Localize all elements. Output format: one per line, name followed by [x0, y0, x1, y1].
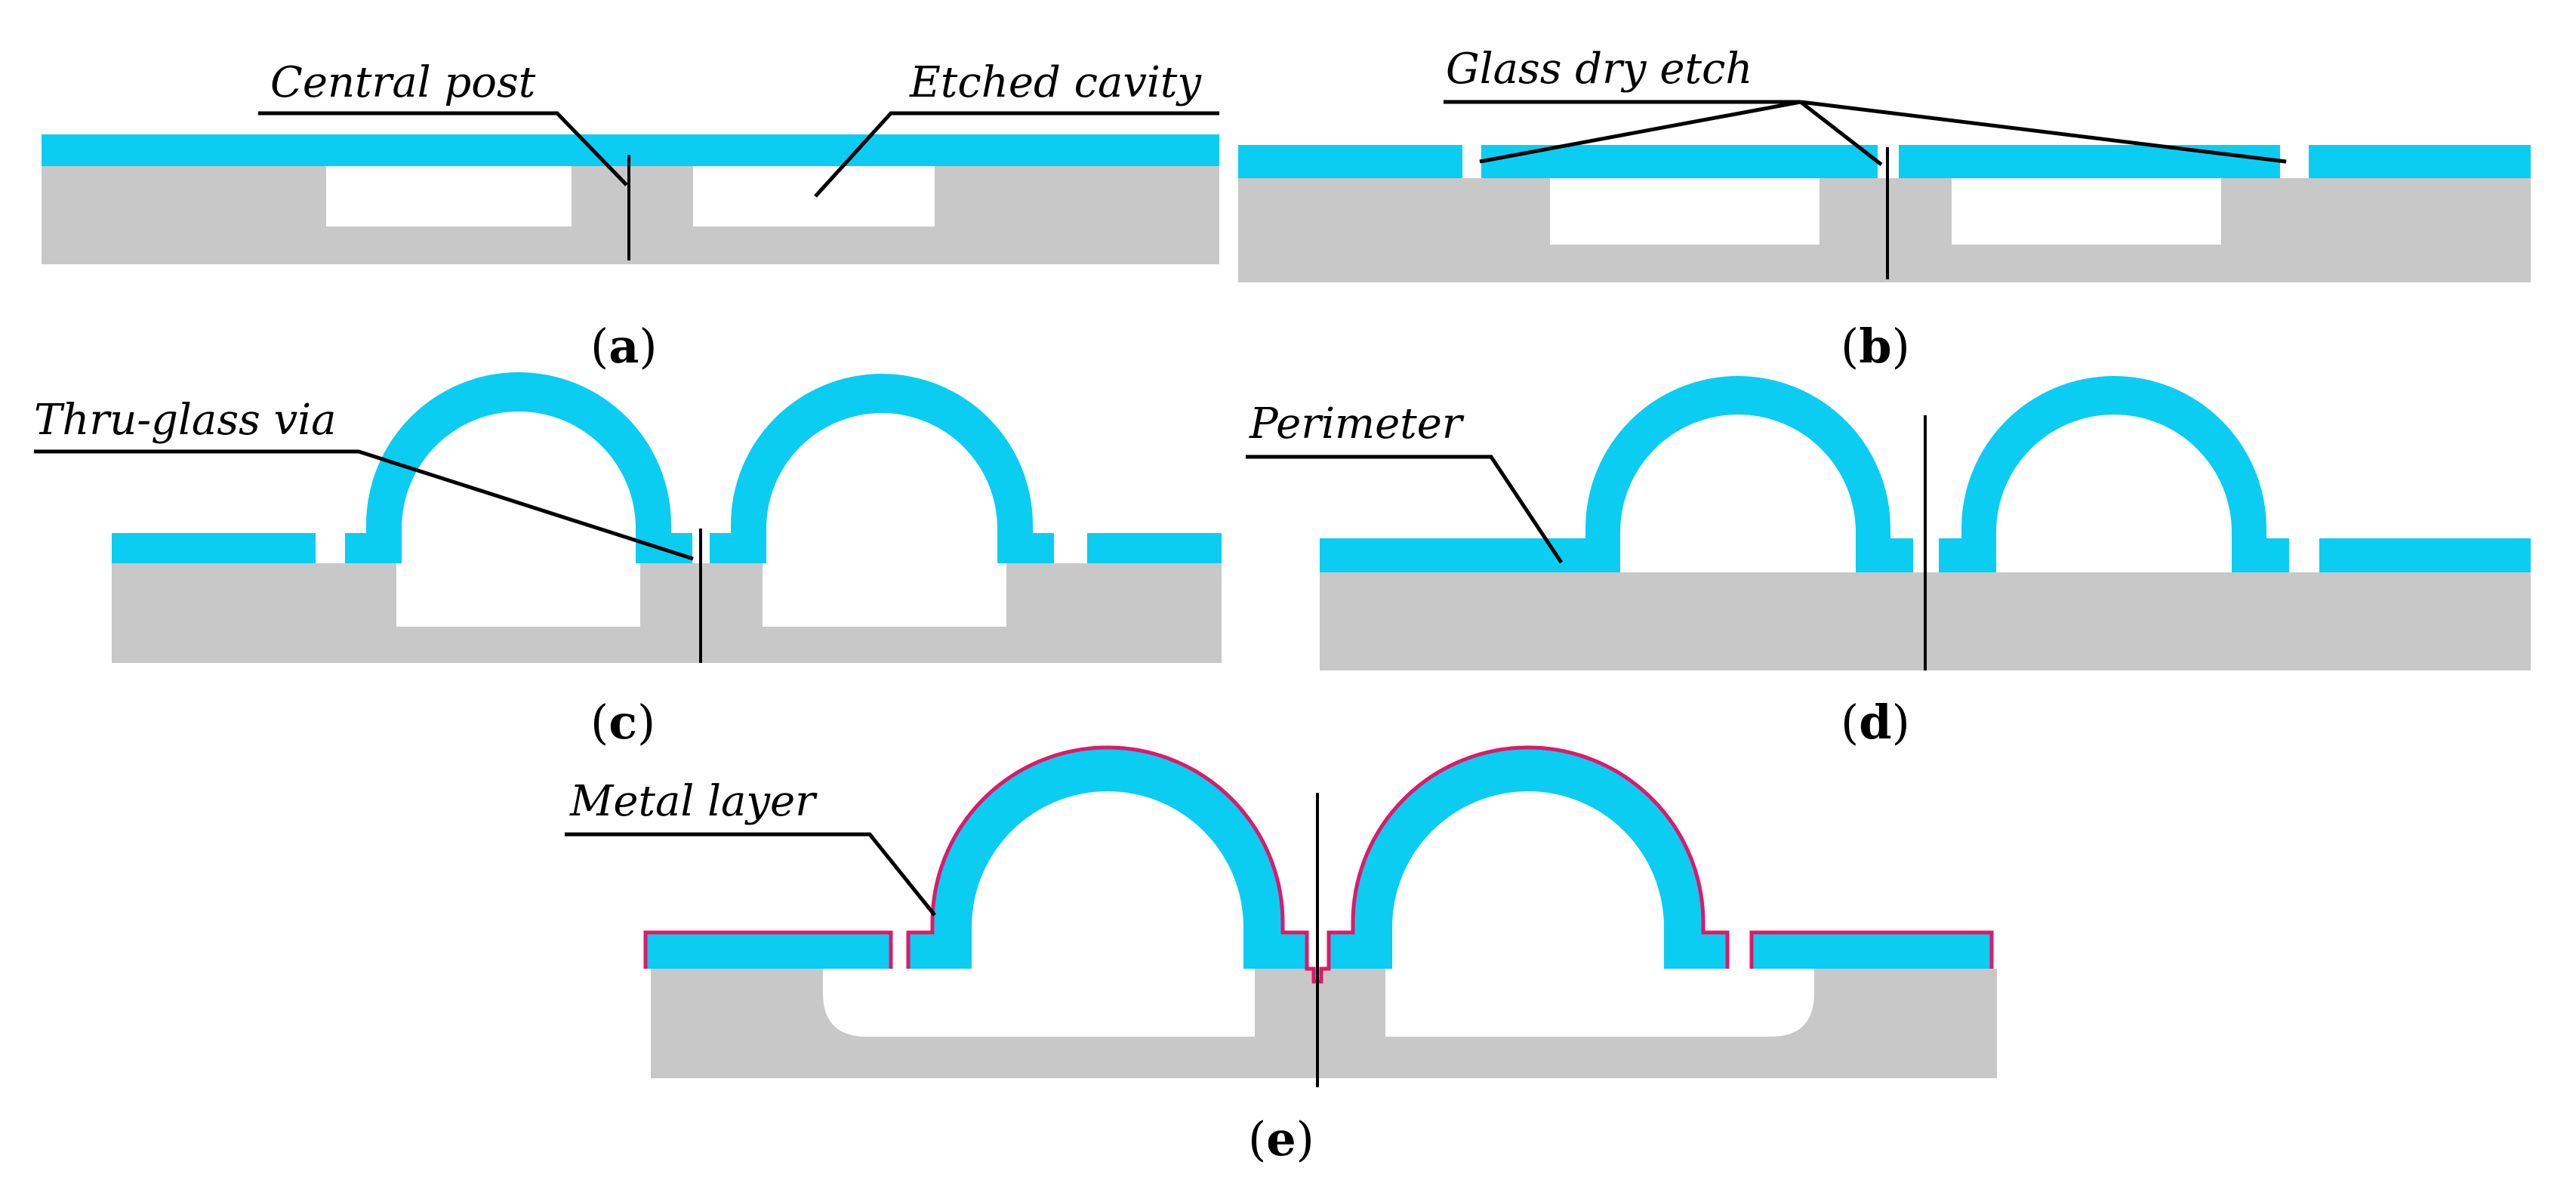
leader-glass-dry-etch-1: [1479, 100, 1801, 164]
leader-thru-glass-via: [34, 449, 694, 561]
caption-c: (c): [590, 695, 655, 750]
leader-glass-dry-etch-2: [1799, 100, 1883, 166]
glass-dome-left: [1563, 376, 1913, 572]
glass-segment-4: [2309, 145, 2531, 178]
label-central-post: Central post: [270, 58, 536, 107]
panel-b: Glass dry etch (b): [1238, 45, 2531, 374]
glass-dome-right: [1329, 748, 1727, 969]
glass-segment-3: [1899, 145, 2280, 178]
caption-b: (b): [1841, 319, 1910, 374]
glass-flat-right: [1087, 533, 1222, 563]
cavity-left: [396, 563, 640, 627]
silicon-corner-left: [1320, 572, 1365, 627]
metal-layer-left-flat: [643, 930, 893, 969]
cavity-right: [763, 563, 1006, 627]
glass-flat-left: [112, 533, 316, 563]
leader-glass-dry-etch-3: [1800, 100, 2287, 164]
leader-central-post: [258, 111, 628, 186]
label-thru-glass-via: Thru-glass via: [34, 396, 337, 445]
glass-flat-right: [2319, 538, 2531, 572]
leader-metal-layer: [565, 832, 936, 917]
cavity-left: [1550, 178, 1820, 245]
metal-layer-right-flat: [1749, 930, 1994, 969]
label-etched-cavity: Etched cavity: [909, 58, 1202, 107]
glass-dome-left: [908, 748, 1307, 969]
leader-perimeter: [1246, 455, 1564, 564]
silicon-substrate: [651, 969, 1997, 1078]
caption-e: (e): [1248, 1111, 1314, 1167]
cavity-right: [1952, 178, 2221, 245]
panel-a: Central post Etched cavity (a): [42, 58, 1219, 374]
glass-flat-left: [646, 932, 891, 969]
glass-dome-right: [1939, 376, 2289, 572]
silicon-corner-right: [1946, 969, 1997, 1028]
caption-a: (a): [590, 319, 658, 374]
panel-e: Metal layer (e): [565, 745, 1997, 1167]
glass-dome-right: [710, 374, 1054, 563]
label-metal-layer: Metal layer: [569, 777, 818, 826]
leader-etched-cavity: [814, 111, 1219, 198]
caption-d: (d): [1841, 695, 1910, 750]
silicon-corner-left: [651, 969, 702, 1028]
label-glass-dry-etch: Glass dry etch: [1446, 45, 1752, 94]
silicon-substrate: [1238, 178, 2531, 282]
silicon-substrate: [112, 563, 1222, 663]
panel-d: Perimeter (d): [1246, 376, 2531, 750]
glass-flat-right: [1752, 932, 1992, 969]
glass-dome-left: [345, 372, 692, 563]
glass-segment-1: [1238, 145, 1462, 178]
etched-cavity-left: [326, 166, 572, 227]
etched-cavity-right: [693, 166, 935, 227]
glass-flat-left: [1320, 538, 1565, 572]
label-perimeter: Perimeter: [1249, 399, 1465, 448]
panel-c: Thru-glass via (c): [34, 372, 1222, 750]
silicon-corner-right: [2485, 572, 2531, 627]
